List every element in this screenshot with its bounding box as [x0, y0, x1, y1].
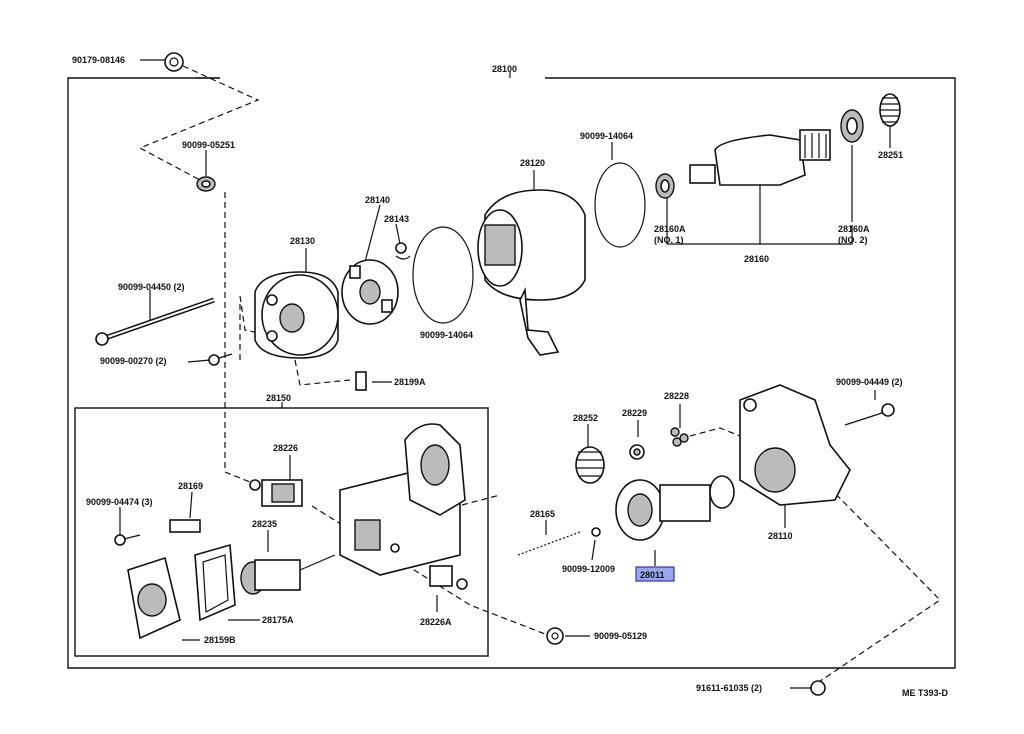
drive-housing-28110: [739, 384, 851, 506]
label-28160A-no1[interactable]: 28160A: [654, 224, 686, 234]
retainer-28229: [629, 444, 645, 460]
label-28228[interactable]: 28228: [664, 391, 689, 401]
cover-28159B: [127, 556, 181, 640]
brush-holder-28140: [341, 259, 399, 325]
diagram-code: ME T393-D: [902, 688, 949, 698]
gear-28251: [879, 93, 901, 127]
label-90099-04474[interactable]: 90099-04474 (3): [86, 497, 153, 507]
label-90099-14064-bottom[interactable]: 90099-14064: [420, 330, 473, 340]
label-28175A[interactable]: 28175A: [262, 615, 294, 625]
clip-28199A: [355, 371, 367, 391]
bolt-90099-04449: [844, 403, 895, 426]
label-28011[interactable]: 28011: [640, 570, 665, 580]
label-90099-05129[interactable]: 90099-05129: [594, 631, 647, 641]
label-28130[interactable]: 28130: [290, 236, 315, 246]
terminal-28226: [249, 479, 303, 507]
clutch-28011: [615, 475, 735, 541]
plunger-28235: [240, 554, 336, 595]
armature-28160: [689, 129, 831, 186]
label-28226A[interactable]: 28226A: [420, 617, 452, 627]
label-28229[interactable]: 28229: [622, 408, 647, 418]
label-28159B[interactable]: 28159B: [204, 635, 236, 645]
gear-28252: [575, 446, 605, 484]
label-90099-12009[interactable]: 90099-12009: [562, 564, 615, 574]
bearing-28160A-no2: [840, 109, 864, 143]
label-28251[interactable]: 28251: [878, 150, 903, 160]
nut-90099-05129: [546, 627, 564, 645]
label-28160A-no1-sub[interactable]: (NO. 1): [654, 235, 684, 245]
label-90099-00270[interactable]: 90099-00270 (2): [100, 356, 167, 366]
part-labels: 90179-08146 28100 90099-05251 28130 2814…: [72, 55, 949, 698]
label-28143[interactable]: 28143: [384, 214, 409, 224]
screw-90099-00270: [208, 353, 233, 366]
end-frame-28130: [254, 271, 339, 359]
o-ring-90099-14064-top: [594, 162, 646, 248]
label-28160A-no2-sub[interactable]: (NO. 2): [838, 235, 868, 245]
yoke-28120: [477, 189, 586, 356]
label-28110[interactable]: 28110: [768, 531, 793, 541]
label-90099-04449[interactable]: 90099-04449 (2): [836, 377, 903, 387]
label-90099-14064-top[interactable]: 90099-14064: [580, 131, 633, 141]
label-28252[interactable]: 28252: [573, 413, 598, 423]
label-28140[interactable]: 28140: [365, 195, 390, 205]
bearing-28160A-no1: [655, 173, 675, 199]
label-28150[interactable]: 28150: [266, 393, 291, 403]
label-28100[interactable]: 28100: [492, 64, 517, 74]
terminal-28226A: [429, 565, 468, 590]
label-28169[interactable]: 28169: [178, 481, 203, 491]
bolt-91611-61035: [810, 680, 826, 696]
label-90179-08146[interactable]: 90179-08146: [72, 55, 125, 65]
label-90099-05251[interactable]: 90099-05251: [182, 140, 235, 150]
label-91611-61035[interactable]: 91611-61035 (2): [696, 683, 762, 693]
gasket-28175A: [194, 543, 236, 622]
assembly-frame: [67, 72, 956, 669]
nut-90179-08146: [164, 52, 184, 72]
ball-28228: [670, 427, 689, 447]
label-28226[interactable]: 28226: [273, 443, 298, 453]
spring-28165: [517, 531, 581, 556]
screw-90099-04474: [114, 534, 141, 546]
o-ring-90099-14064-bottom: [412, 226, 474, 324]
magnetic-switch-housing: [339, 423, 466, 576]
highlight-box: [635, 566, 675, 582]
clip-28169: [169, 519, 201, 533]
washer-90099-05251: [196, 176, 216, 192]
through-bolt-90099-04450: [95, 297, 215, 346]
ball-90099-12009: [591, 527, 601, 537]
spring-28143: [395, 242, 411, 260]
label-28120[interactable]: 28120: [520, 158, 545, 168]
label-90099-04450[interactable]: 90099-04450 (2): [118, 282, 185, 292]
label-28165[interactable]: 28165: [530, 509, 555, 519]
label-28199A[interactable]: 28199A: [394, 377, 426, 387]
label-28160[interactable]: 28160: [744, 254, 769, 264]
label-28235[interactable]: 28235: [252, 519, 277, 529]
label-28160A-no2[interactable]: 28160A: [838, 224, 870, 234]
solid-leaders: [119, 59, 891, 689]
